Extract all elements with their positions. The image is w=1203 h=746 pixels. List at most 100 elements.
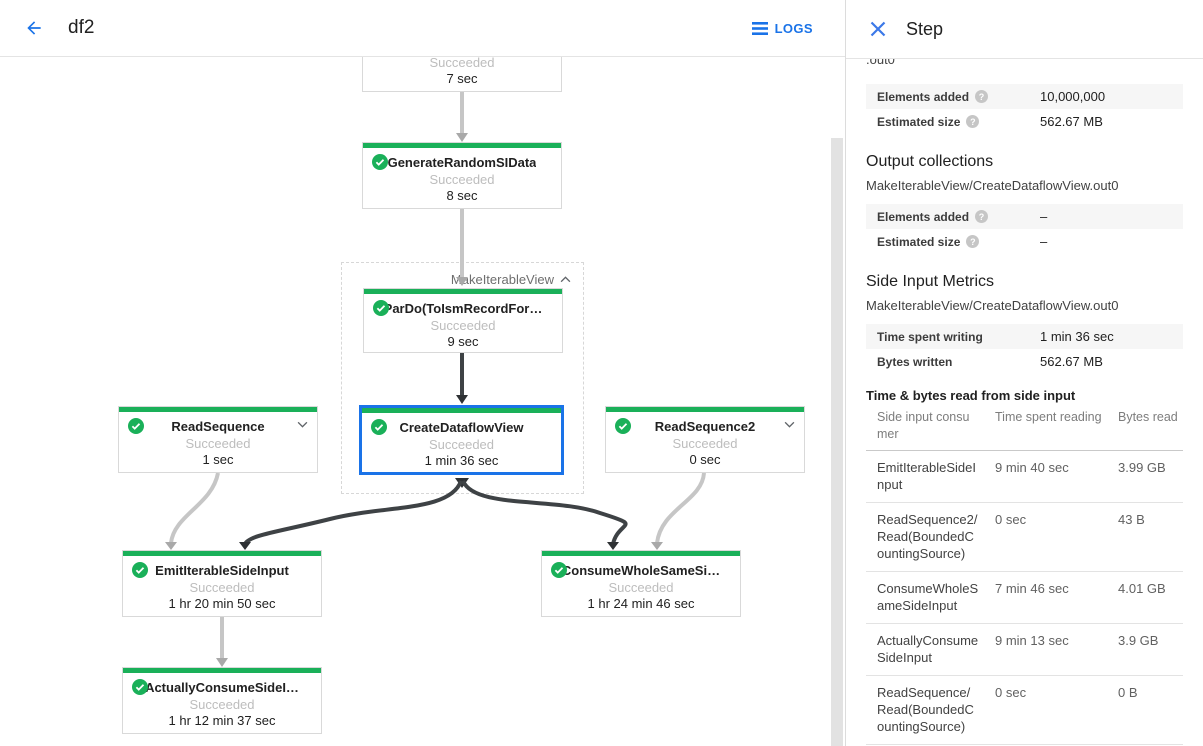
check-circle-icon xyxy=(132,562,148,578)
metric-value: 562.67 MB xyxy=(1040,354,1103,369)
step-time: 0 sec xyxy=(689,452,721,467)
side-input-metrics-table: Time spent writing 1 min 36 sec Bytes wr… xyxy=(866,324,1183,374)
input-metrics-table: Elements added ? 10,000,000 Estimated si… xyxy=(866,84,1183,134)
side-input-read-table: Side input consumer Time spent reading B… xyxy=(866,409,1183,745)
step-title: ConsumeWholeSameSi… xyxy=(561,562,721,578)
check-circle-icon xyxy=(615,418,631,434)
metric-label: Bytes written xyxy=(877,354,953,369)
table-header-row: Side input consumer Time spent reading B… xyxy=(866,409,1183,450)
metric-value: 562.67 MB xyxy=(1040,114,1103,129)
step-node-consume-whole-same-side-input[interactable]: ConsumeWholeSameSi… Succeeded 1 hr 24 mi… xyxy=(541,550,741,617)
back-button[interactable] xyxy=(22,16,46,40)
col-header-bytes: Bytes read xyxy=(1118,410,1178,424)
side-input-read-table-title: Time & bytes read from side input xyxy=(866,388,1076,403)
col-header-consumer: Side input consumer xyxy=(877,410,970,441)
group-label: MakeIterableView xyxy=(450,272,554,287)
step-time: 9 sec xyxy=(447,334,479,349)
cell-consumer: ReadSequence2/Read(BoundedCountingSource… xyxy=(877,512,978,561)
step-node-read-sequence[interactable]: ReadSequence Succeeded 1 sec xyxy=(118,406,318,473)
check-circle-icon xyxy=(372,154,388,170)
output-collections-heading: Output collections xyxy=(866,153,994,170)
step-status: Succeeded xyxy=(430,318,496,333)
help-icon[interactable]: ? xyxy=(966,115,980,128)
metric-label: Elements added xyxy=(877,209,970,224)
metric-value: – xyxy=(1040,234,1048,249)
step-node-create-dataflow-view-selected[interactable]: CreateDataflowView Succeeded 1 min 36 se… xyxy=(359,405,564,475)
check-circle-icon xyxy=(371,419,387,435)
help-icon[interactable]: ? xyxy=(975,210,989,223)
pipeline-graph[interactable]: MakeIterableView xyxy=(0,57,845,746)
step-status: Succeeded xyxy=(608,580,674,595)
step-time: 1 hr 12 min 37 sec xyxy=(168,713,276,728)
metric-row: Bytes written 562.67 MB xyxy=(866,349,1183,374)
panel-title: Step xyxy=(906,18,944,39)
help-icon[interactable]: ? xyxy=(966,235,980,248)
status-bar xyxy=(123,668,321,673)
cell-bytes: 3.99 GB xyxy=(1118,460,1166,475)
status-bar xyxy=(123,551,321,556)
step-title: ActuallyConsumeSideI… xyxy=(145,679,299,695)
cell-bytes: 4.01 GB xyxy=(1118,581,1166,596)
step-title: ReadSequence xyxy=(171,418,265,434)
check-circle-icon xyxy=(128,418,144,434)
step-node-clipped[interactable]: Succeeded 7 sec xyxy=(362,57,562,92)
cell-bytes: 3.9 GB xyxy=(1118,633,1159,648)
chevron-up-icon xyxy=(560,276,571,283)
graph-vertical-scrollbar[interactable] xyxy=(831,138,843,746)
cell-consumer: ActuallyConsumeSideInput xyxy=(877,633,979,665)
step-time: 1 sec xyxy=(202,452,234,467)
side-input-metrics-heading: Side Input Metrics xyxy=(866,273,995,290)
step-status: Succeeded xyxy=(429,172,495,187)
main-area: df2 LOGS MakeIterableView xyxy=(0,16,845,746)
help-icon[interactable]: ? xyxy=(975,90,989,103)
metric-label: Time spent writing xyxy=(877,329,983,344)
step-node-emit-iterable-side-input[interactable]: EmitIterableSideInput Succeeded 1 hr 20 … xyxy=(122,550,322,617)
step-title: EmitIterableSideInput xyxy=(155,562,289,578)
cell-consumer: EmitIterableSideInput xyxy=(877,460,976,492)
cell-time: 9 min 40 sec xyxy=(995,460,1069,475)
cell-bytes: 0 B xyxy=(1118,685,1138,700)
table-row: ReadSequence/Read(BoundedCountingSource)… xyxy=(866,675,1183,744)
step-details-panel: Step .out0 Elements added ? 10,000,000 E… xyxy=(845,0,1203,746)
cell-time: 0 sec xyxy=(995,685,1027,700)
step-status: Succeeded xyxy=(672,436,738,451)
step-node-actually-consume-side-input[interactable]: ActuallyConsumeSideI… Succeeded 1 hr 12 … xyxy=(122,667,322,734)
metric-label: Estimated size xyxy=(877,114,961,129)
chevron-down-icon[interactable] xyxy=(297,421,308,428)
metric-label: Estimated size xyxy=(877,234,961,249)
table-bottom-divider xyxy=(866,744,1183,745)
chevron-down-icon[interactable] xyxy=(784,421,795,428)
logs-list-icon xyxy=(751,21,768,35)
cell-time: 7 min 46 sec xyxy=(995,581,1069,596)
step-node-generate-random-si-data[interactable]: GenerateRandomSIData Succeeded 8 sec xyxy=(362,142,562,209)
status-bar xyxy=(364,289,562,294)
metric-value: 1 min 36 sec xyxy=(1040,329,1114,344)
table-row: ConsumeWholeSameSideInput 7 min 46 sec 4… xyxy=(866,571,1183,623)
table-row: ActuallyConsumeSideInput 9 min 13 sec 3.… xyxy=(866,623,1183,675)
check-circle-icon xyxy=(551,562,567,578)
logs-button[interactable]: LOGS xyxy=(751,20,813,36)
step-panel-header: Step xyxy=(846,0,1203,59)
step-time: 8 sec xyxy=(446,188,478,203)
metric-value: – xyxy=(1040,209,1048,224)
cell-time: 9 min 13 sec xyxy=(995,633,1069,648)
group-label-toggle[interactable]: MakeIterableView xyxy=(451,272,571,287)
metric-row: Elements added ? – xyxy=(866,204,1183,229)
step-panel-body[interactable]: .out0 Elements added ? 10,000,000 Estima… xyxy=(846,59,1203,746)
metric-row: Estimated size ? 562.67 MB xyxy=(866,109,1183,134)
status-bar xyxy=(362,408,561,413)
step-title: ParDo(ToIsmRecordFor… xyxy=(383,300,543,316)
arrow-back-icon xyxy=(27,21,41,35)
step-status: Succeeded xyxy=(189,580,255,595)
step-node-read-sequence2[interactable]: ReadSequence2 Succeeded 0 sec xyxy=(605,406,805,473)
status-bar xyxy=(606,407,804,412)
close-panel-button[interactable] xyxy=(866,17,890,41)
status-bar xyxy=(542,551,740,556)
step-node-pardo-to-ism-record[interactable]: ParDo(ToIsmRecordFor… Succeeded 9 sec xyxy=(363,288,563,353)
step-time: 7 sec xyxy=(446,71,478,86)
table-row: EmitIterableSideInput 9 min 40 sec 3.99 … xyxy=(866,450,1183,502)
logs-label: LOGS xyxy=(774,20,813,36)
close-icon xyxy=(870,21,886,37)
step-title: GenerateRandomSIData xyxy=(387,154,537,170)
